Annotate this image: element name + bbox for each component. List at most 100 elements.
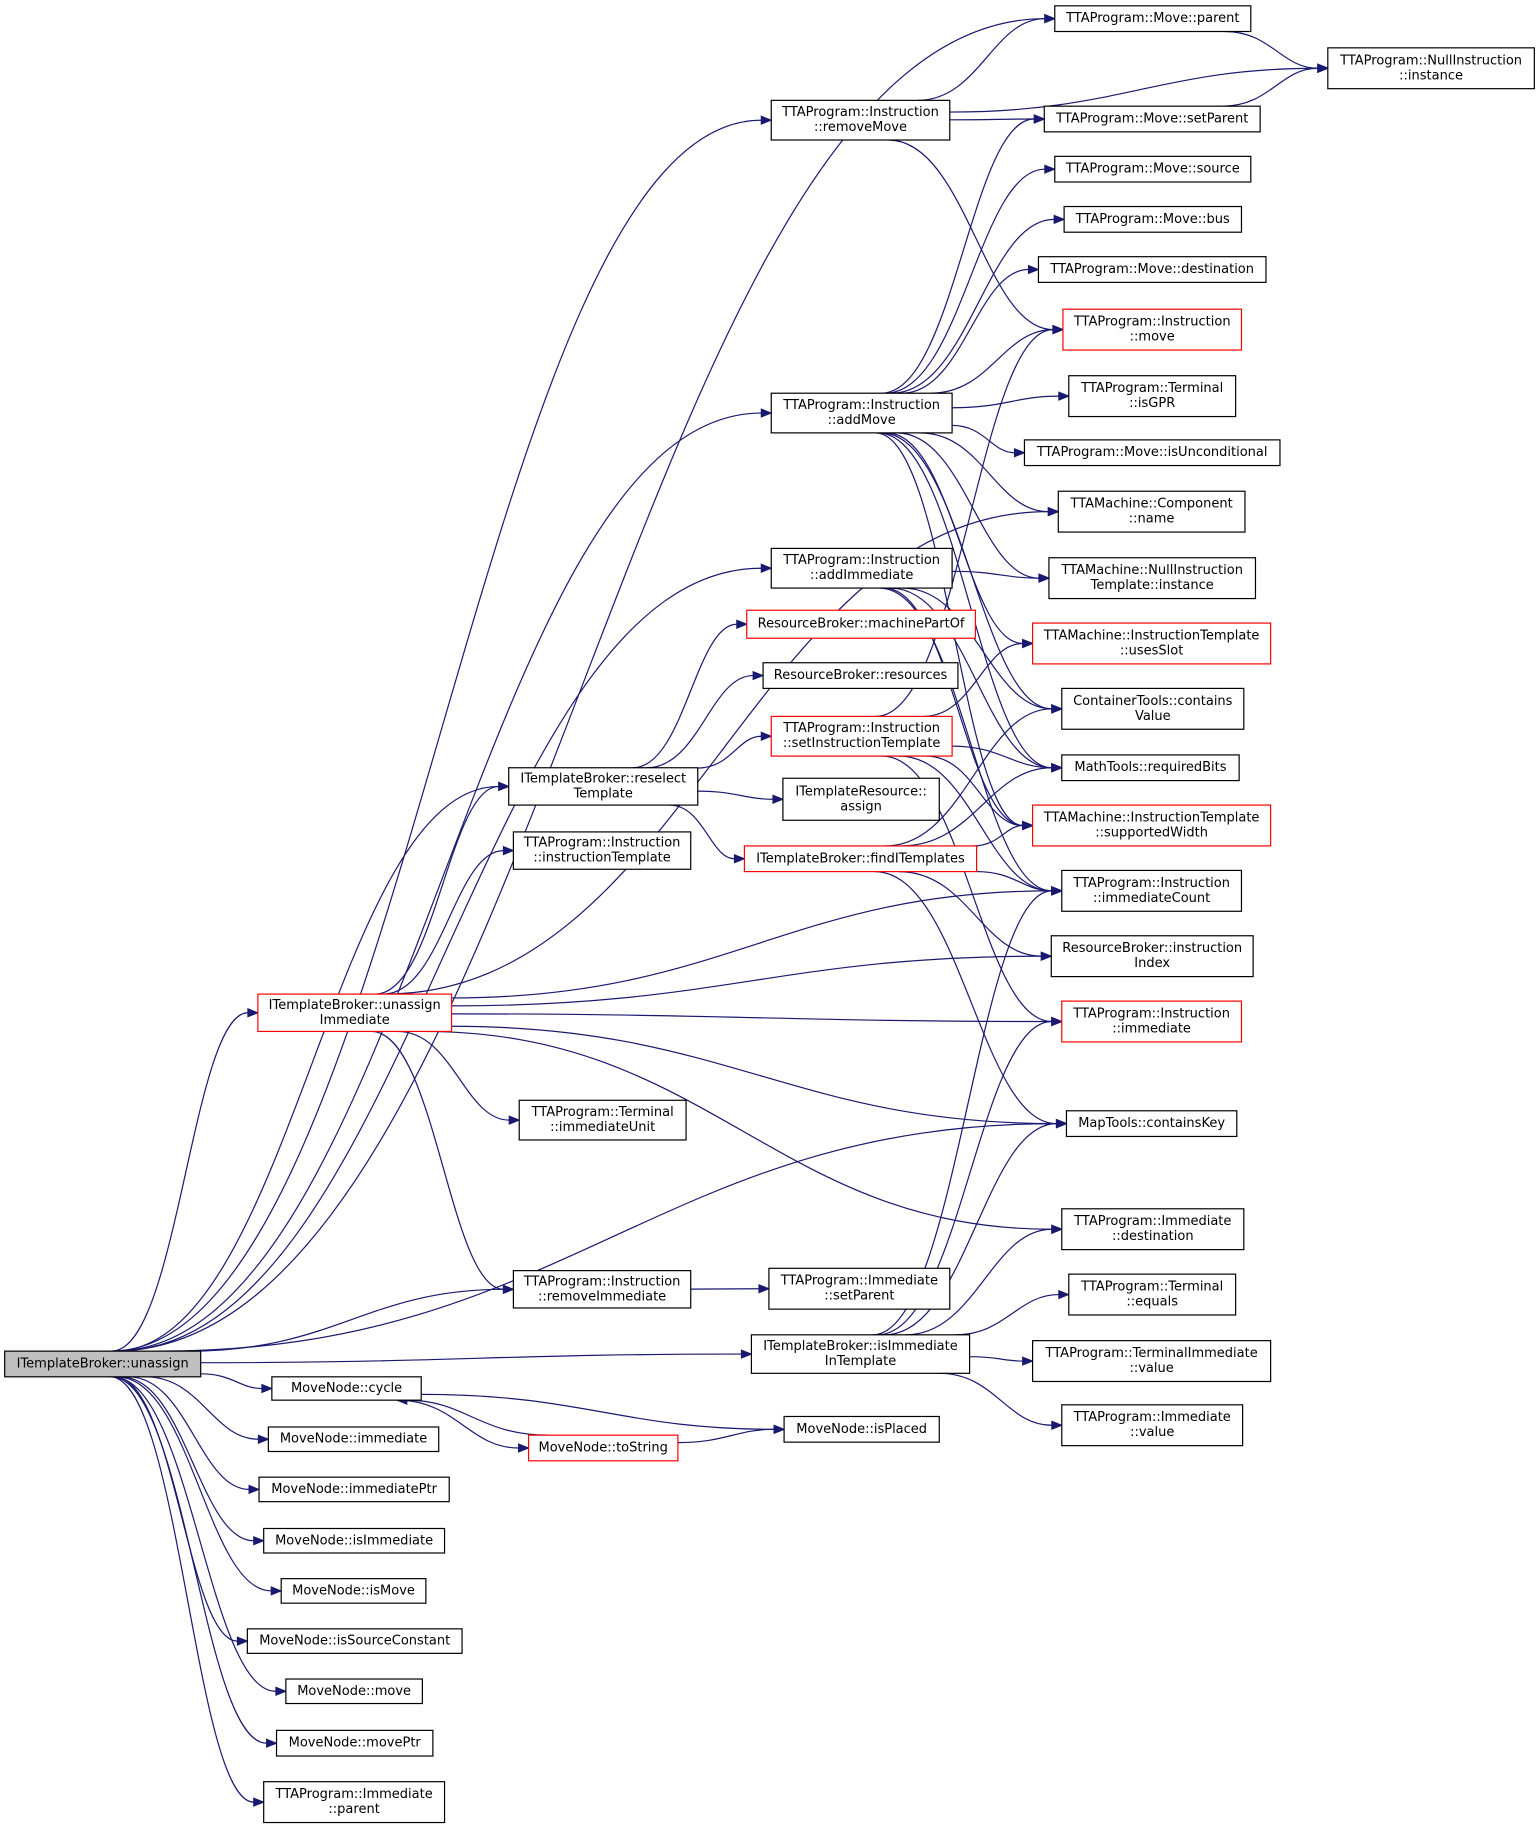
node-label: ResourceBroker::machinePartOf [758,617,965,632]
node-immDest[interactable]: TTAProgram::Immediate::destination [1061,1208,1245,1251]
node-mnImmediate[interactable]: MoveNode::immediate [267,1426,440,1453]
node-removeImm[interactable]: TTAProgram::Instruction::removeImmediate [512,1270,692,1309]
node-box [770,715,953,757]
node-setInstrTemplate[interactable]: TTAProgram::Instruction::setInstructionT… [770,715,953,757]
arrowhead [1047,506,1060,517]
node-instrImmediate[interactable]: TTAProgram::Instruction::immediate [1061,1000,1243,1043]
node-label: TTAProgram::Move::source [1065,162,1240,177]
node-label: ITemplateBroker::reselect [520,771,686,786]
node-mnIsImmediate[interactable]: MoveNode::isImmediate [263,1527,446,1554]
edge-isImmInTemplate-to-instrImmediate [877,1016,1064,1336]
node-nullInstr[interactable]: TTAProgram::NullInstruction::instance [1327,47,1535,90]
edge-toString-to-isPlaced [677,1424,786,1444]
node-immParent[interactable]: TTAProgram::Immediate::parent [263,1781,446,1824]
arrowhead [518,1443,530,1453]
edge-cycle-to-toString [396,1399,530,1453]
arrowhead [1022,1356,1034,1366]
edge-unassign-to-immParent [110,1376,266,1807]
arrowhead [1058,1289,1071,1300]
node-removeMove[interactable]: TTAProgram::Instruction::removeMove [770,99,951,141]
node-label: TTAProgram::Terminal [1080,1280,1223,1295]
node-compName[interactable]: TTAMachine::Component::name [1057,490,1246,533]
node-containsKey[interactable]: MapTools::containsKey [1065,1110,1238,1138]
node-box [1063,205,1243,233]
node-mnMove[interactable]: MoveNode::move [285,1678,423,1705]
arrowhead [1051,704,1064,714]
arrowhead [760,408,773,418]
node-machinePartOf[interactable]: ResourceBroker::machinePartOf [746,609,977,639]
node-box [518,1099,687,1141]
node-unassign[interactable]: ITemplateBroker::unassign [4,1350,202,1378]
node-label: ::move [1130,330,1175,345]
node-requiredBits[interactable]: MathTools::requiredBits [1061,754,1240,782]
node-toString[interactable]: MoveNode::toString [527,1434,679,1462]
arrowhead [508,1115,521,1125]
node-label: TTAProgram::Immediate [780,1274,938,1289]
node-mnIsMove[interactable]: MoveNode::isMove [280,1578,427,1604]
node-usesSlot[interactable]: TTAMachine::InstructionTemplate::usesSlo… [1032,622,1272,665]
edge-unassignImm-to-removeImm [371,1030,515,1295]
node-cycle[interactable]: MoveNode::cycle [271,1376,422,1401]
node-immUnit[interactable]: TTAProgram::Terminal::immediateUnit [518,1099,687,1141]
edge-unassign-to-mnMovePtr [111,1376,278,1748]
edge-unassignImm-to-reselect [375,781,511,995]
node-box [1032,1340,1272,1383]
node-addMove[interactable]: TTAProgram::Instruction::addMove [770,392,953,434]
edge-isImmInTemplate-to-immValue [939,1372,1064,1430]
edge-unassign-to-mnIsSourceConst [114,1376,249,1646]
node-box [783,1415,940,1443]
node-immSetParent[interactable]: TTAProgram::Immediate::setParent [768,1267,951,1310]
node-supportedWidth[interactable]: TTAMachine::InstructionTemplate::support… [1032,804,1272,847]
node-nullInstrTemplate[interactable]: TTAMachine::NullInstructionTemplate::ins… [1048,557,1257,600]
node-label: ::parent [328,1802,379,1817]
node-box [746,609,977,639]
node-moveBus[interactable]: TTAProgram::Move::bus [1063,205,1243,233]
node-box [257,993,453,1033]
edge-findITemplates-to-requiredBits [901,763,1064,847]
node-mnMovePtr[interactable]: MoveNode::movePtr [275,1729,434,1757]
node-termImmValue[interactable]: TTAProgram::TerminalImmediate::value [1032,1340,1272,1383]
arrowhead [1044,164,1057,174]
node-findITemplates[interactable]: ITemplateBroker::findITemplates [743,845,978,873]
node-box [1061,754,1240,782]
node-termIsGPR[interactable]: TTAProgram::Terminal::isGPR [1068,375,1237,418]
node-label: MoveNode::isSourceConstant [259,1634,450,1649]
arrowhead [1022,638,1034,649]
node-box [743,845,978,873]
node-addImm[interactable]: TTAProgram::Instruction::addImmediate [770,547,953,589]
node-box [1023,439,1281,467]
node-label: TTAProgram::Instruction [523,836,681,851]
node-itrAssign[interactable]: ITemplateResource::assign [782,777,940,821]
node-instrMove[interactable]: TTAProgram::Instruction::move [1062,308,1243,351]
node-box [285,1678,423,1705]
node-label: ::removeMove [814,120,907,135]
node-box [1054,155,1252,183]
node-mnIsSourceConst[interactable]: MoveNode::isSourceConstant [246,1628,463,1654]
node-instrTemplate[interactable]: TTAProgram::Instruction::instructionTemp… [512,831,692,870]
node-label: InTemplate [825,1354,896,1369]
node-immCount[interactable]: TTAProgram::Instruction::immediateCount [1061,869,1243,912]
node-moveSource[interactable]: TTAProgram::Move::source [1054,155,1252,183]
node-box [770,392,953,434]
edge-addMove-to-compName [920,432,1060,517]
node-termEquals[interactable]: TTAProgram::Terminal::equals [1068,1273,1237,1316]
node-moveIsUncond[interactable]: TTAProgram::Move::isUnconditional [1023,439,1281,467]
node-immValue[interactable]: TTAProgram::Immediate::value [1061,1404,1244,1447]
node-moveParent[interactable]: TTAProgram::Move::parent [1054,5,1252,33]
edge-unassign-to-cycle [200,1373,274,1394]
node-mnImmediatePtr[interactable]: MoveNode::immediatePtr [258,1476,450,1503]
arrowhead [1051,1224,1064,1234]
node-label: ITemplateBroker::unassign [17,1356,189,1371]
node-isPlaced[interactable]: MoveNode::isPlaced [783,1415,940,1443]
node-moveSetParent[interactable]: TTAProgram::Move::setParent [1043,105,1261,133]
edge-unassign-to-mnMove [112,1376,288,1697]
node-moveDest[interactable]: TTAProgram::Move::destination [1037,256,1267,283]
node-box [1062,308,1243,351]
node-resources[interactable]: ResourceBroker::resources [762,662,959,690]
node-label: MoveNode::isPlaced [796,1422,927,1437]
